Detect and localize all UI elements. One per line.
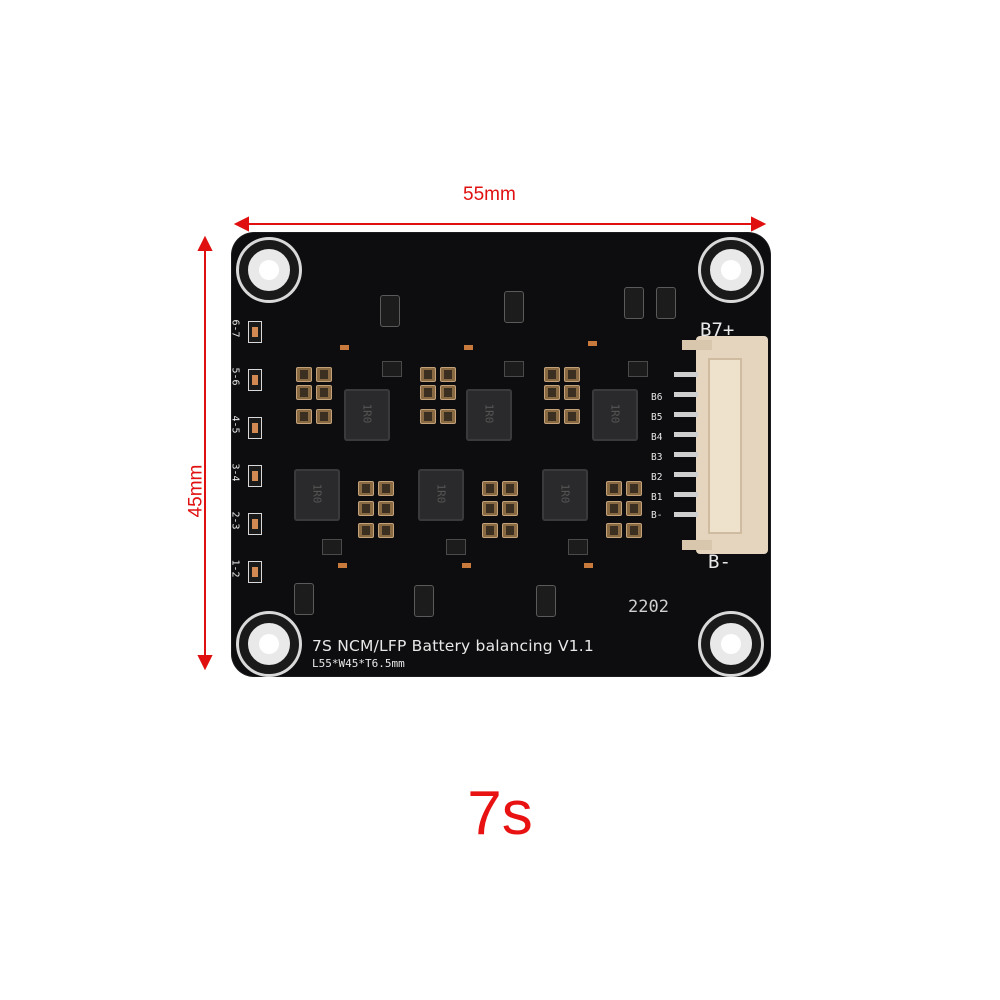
diode	[536, 585, 556, 617]
inductor: 1R0	[592, 389, 638, 441]
capacitor	[482, 501, 498, 516]
capacitor	[482, 481, 498, 496]
capacitor	[502, 523, 518, 538]
transistor	[628, 361, 648, 377]
capacitor	[502, 481, 518, 496]
transistor	[568, 539, 588, 555]
balance-connector	[674, 336, 768, 554]
capacitor	[544, 409, 560, 424]
capacitor	[296, 385, 312, 400]
capacitor	[564, 385, 580, 400]
capacitor	[420, 367, 436, 382]
led-label: 5-6	[229, 367, 241, 386]
mounting-hole-top-left	[239, 240, 299, 300]
resistor	[588, 341, 597, 346]
width-dimension-label: 55mm	[463, 184, 516, 205]
capacitor	[440, 385, 456, 400]
connector-pin-label: B2	[651, 472, 663, 483]
status-led	[248, 417, 262, 439]
connector-pin-label: B-	[651, 510, 663, 521]
capacitor	[482, 523, 498, 538]
capacitor	[502, 501, 518, 516]
led-label: 6-7	[229, 319, 241, 338]
capacitor	[316, 367, 332, 382]
mounting-hole-bottom-left	[239, 614, 299, 674]
mounting-hole-top-right	[701, 240, 761, 300]
capacitor	[544, 385, 560, 400]
resistor	[462, 563, 471, 568]
capacitor	[564, 409, 580, 424]
diode	[656, 287, 676, 319]
capacitor	[296, 367, 312, 382]
capacitor	[564, 367, 580, 382]
connector-pin-label: B3	[651, 452, 663, 463]
capacitor	[378, 481, 394, 496]
transistor	[382, 361, 402, 377]
product-caption: 7s	[467, 779, 533, 848]
led-column: 6-7 5-6 4-5 3-4 2-3 1-2	[229, 319, 272, 601]
led-label: 1-2	[229, 559, 241, 578]
capacitor	[358, 481, 374, 496]
capacitor	[440, 367, 456, 382]
capacitor	[626, 501, 642, 516]
capacitor	[606, 523, 622, 538]
status-led	[248, 465, 262, 487]
transistor	[504, 361, 524, 377]
date-code: 2202	[628, 597, 669, 617]
status-led	[248, 321, 262, 343]
capacitor	[378, 501, 394, 516]
capacitor	[606, 501, 622, 516]
pcb-board: 6-7 5-6 4-5 3-4 2-3 1-2 1R0 1R0 1R0 1R0 …	[229, 233, 770, 676]
capacitor	[544, 367, 560, 382]
capacitor	[316, 385, 332, 400]
inductor: 1R0	[344, 389, 390, 441]
resistor	[584, 563, 593, 568]
connector-pin-label: B5	[651, 412, 663, 423]
resistor	[338, 563, 347, 568]
board-dimensions-text: L55*W45*T6.5mm	[312, 657, 405, 670]
led-label: 4-5	[229, 415, 241, 434]
capacitor	[440, 409, 456, 424]
led-label: 3-4	[229, 463, 241, 482]
diode	[380, 295, 400, 327]
connector-pin-label: B6	[651, 392, 663, 403]
resistor	[464, 345, 473, 350]
transistor	[322, 539, 342, 555]
inductor: 1R0	[418, 469, 464, 521]
capacitor	[626, 481, 642, 496]
inductor: 1R0	[294, 469, 340, 521]
resistor	[340, 345, 349, 350]
capacitor	[420, 409, 436, 424]
diode	[624, 287, 644, 319]
diode	[294, 583, 314, 615]
status-led	[248, 369, 262, 391]
diode	[504, 291, 524, 323]
height-dimension-label: 45mm	[185, 464, 207, 518]
capacitor	[358, 501, 374, 516]
connector-pin-label: B1	[651, 492, 663, 503]
capacitor	[626, 523, 642, 538]
diode	[414, 585, 434, 617]
b-minus-label: B-	[708, 551, 731, 573]
capacitor	[606, 481, 622, 496]
capacitor	[316, 409, 332, 424]
inductor: 1R0	[466, 389, 512, 441]
connector-pin-label: B4	[651, 432, 663, 443]
capacitor	[420, 385, 436, 400]
led-label: 2-3	[229, 511, 241, 530]
height-arrow	[197, 235, 213, 671]
board-title: 7S NCM/LFP Battery balancing V1.1	[312, 637, 594, 655]
b-plus-label: B7+	[700, 319, 735, 341]
capacitor	[358, 523, 374, 538]
transistor	[446, 539, 466, 555]
mounting-hole-bottom-right	[701, 614, 761, 674]
capacitor	[296, 409, 312, 424]
width-arrow	[233, 216, 767, 232]
status-led	[248, 513, 262, 535]
capacitor	[378, 523, 394, 538]
status-led	[248, 561, 262, 583]
inductor: 1R0	[542, 469, 588, 521]
